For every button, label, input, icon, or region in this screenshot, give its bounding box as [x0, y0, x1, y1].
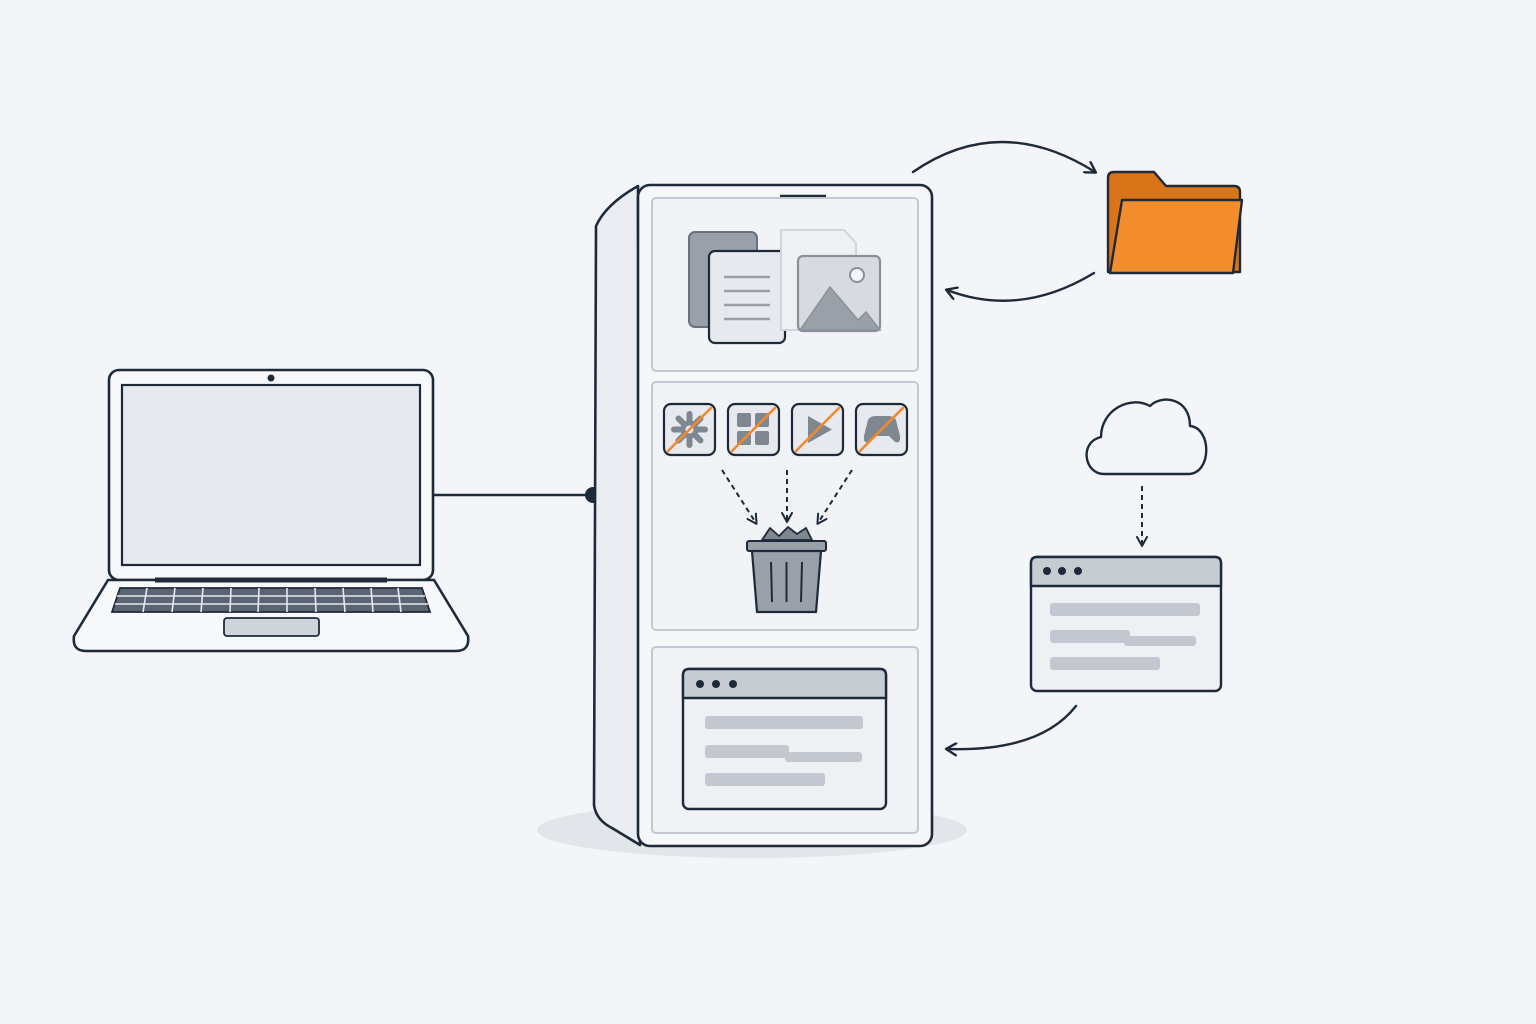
install-arrow: [947, 704, 1078, 749]
webcam-dot: [267, 374, 275, 382]
settings-app-icon: [662, 402, 717, 457]
keyboard: [110, 587, 432, 613]
user-files-panel: [651, 197, 919, 372]
trash-bin-icon: [746, 526, 827, 614]
image-icon: [780, 229, 882, 333]
cloud-icon: [1085, 398, 1208, 476]
folder-icon: [1106, 170, 1244, 275]
laptop-icon: [72, 368, 470, 653]
browser-window-icon: [1029, 555, 1223, 693]
installed-app-panel: [651, 646, 919, 834]
removal-arrow-1: [721, 469, 758, 525]
sync-arrow-to-folder: [911, 140, 1095, 172]
trackpad: [223, 617, 320, 637]
strike-line: [730, 406, 777, 453]
strike-line: [794, 406, 841, 453]
browser-window-icon: [681, 667, 888, 811]
apps-grid-icon: [726, 402, 781, 457]
strike-line: [858, 406, 905, 453]
media-player-icon: [790, 402, 845, 457]
strike-line: [666, 406, 713, 453]
removed-apps-panel: [651, 381, 919, 631]
game-controller-icon: [854, 402, 909, 457]
document-icon: [688, 231, 787, 345]
sync-arrow-from-folder: [947, 271, 1096, 302]
removal-arrow-3: [816, 469, 853, 525]
